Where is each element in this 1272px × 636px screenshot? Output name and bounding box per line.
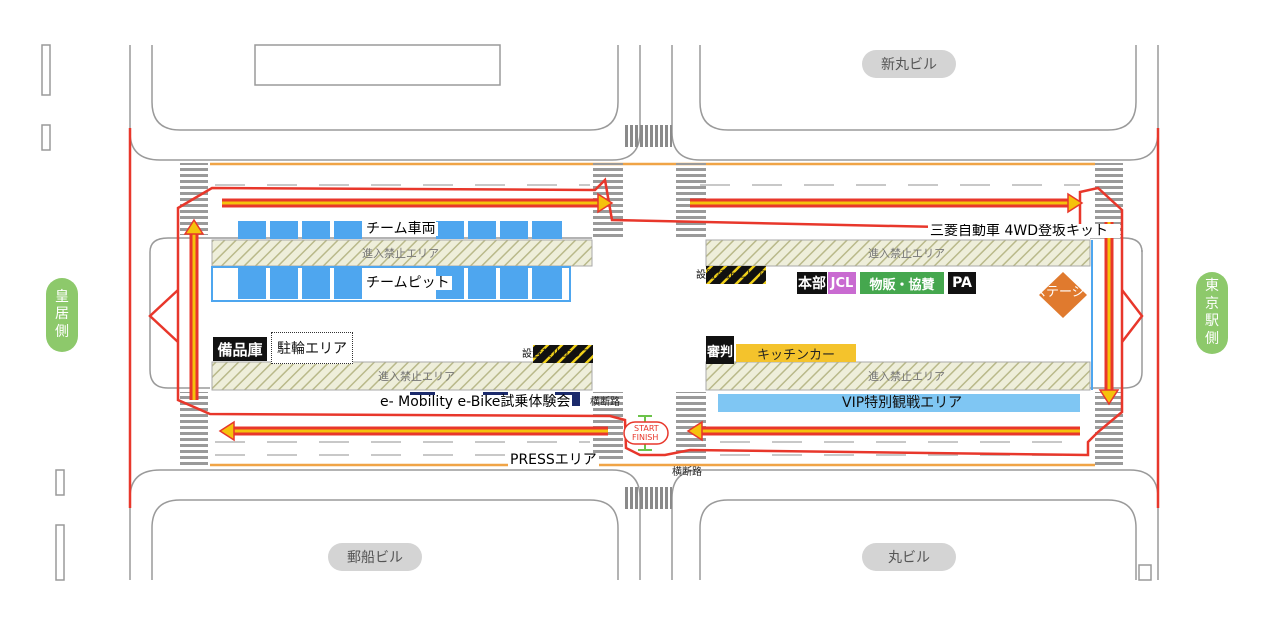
crossing-label-left: 横断路 [590, 397, 620, 408]
bike-parking-label: 駐輪エリア [271, 332, 353, 364]
kitchen-car-label: キッチンカー [736, 344, 856, 363]
building-outlines [41, 44, 1159, 581]
stage-label: ステージ [1033, 285, 1085, 300]
install-ban-label-lower: 設置禁止エリア [522, 349, 592, 360]
team-vehicle-boxes [238, 221, 562, 239]
no-entry-label-br: 進入禁止エリア [868, 370, 945, 383]
start-label: START [634, 424, 659, 433]
team-pit-boxes [238, 268, 562, 299]
no-entry-label-bl: 進入禁止エリア [378, 370, 455, 383]
pa-label: PA [948, 272, 976, 294]
crosswalks [180, 125, 1123, 509]
equipment-storage-label: 備品庫 [213, 337, 267, 361]
side-label-imperial-palace: 皇 居 側 [46, 278, 78, 352]
install-ban-zone-lower [533, 345, 593, 363]
install-ban-label-upper: 設置禁止エリア [696, 270, 766, 281]
start-finish-marker [623, 415, 669, 451]
course-arrows [183, 192, 1120, 442]
hq-label: 本部 [797, 272, 827, 294]
side-right-char: 京 [1205, 295, 1219, 312]
side-left-char: 居 [55, 306, 69, 323]
no-entry-label-tr: 進入禁止エリア [868, 247, 945, 260]
e-mobility-label: e- Mobility e-Bike試乗体験会 [378, 394, 573, 410]
side-left-char: 側 [55, 323, 69, 340]
team-pit-frame [211, 266, 571, 302]
side-right-char: 東 [1205, 278, 1219, 294]
side-label-tokyo-station: 東 京 駅 側 [1196, 272, 1228, 354]
press-area-label: PRESSエリア [508, 452, 599, 468]
install-ban-zone-upper [706, 266, 766, 284]
team-vehicle-label: チーム車両 [364, 221, 438, 237]
crossing-label-center: 横断路 [672, 467, 702, 478]
jcl-label: JCL [828, 272, 856, 294]
side-right-char: 駅 [1205, 313, 1219, 329]
side-left-char: 皇 [55, 288, 69, 305]
vip-area-label: VIP特別観戦エリア [842, 395, 963, 411]
building-label-maru: 丸ビル [862, 543, 956, 571]
side-right-char: 側 [1205, 330, 1219, 347]
building-label-yusen: 郵船ビル [328, 543, 422, 571]
merch-sponsor-label: 物販・協賛 [860, 272, 944, 294]
no-entry-label-tl: 進入禁止エリア [362, 247, 439, 260]
vip-area-box [718, 394, 1080, 412]
mitsubishi-4wd-label: 三菱自動車 4WD登坂キット [928, 224, 1120, 238]
stage-diamond [1039, 272, 1087, 318]
finish-label: FINISH [632, 433, 659, 442]
road-edges [210, 162, 1095, 467]
building-label-shin-maru: 新丸ビル [862, 50, 956, 78]
no-entry-zones [211, 239, 1091, 391]
judge-label: 審判 [706, 336, 734, 364]
team-pit-label: チームピット [364, 275, 452, 291]
